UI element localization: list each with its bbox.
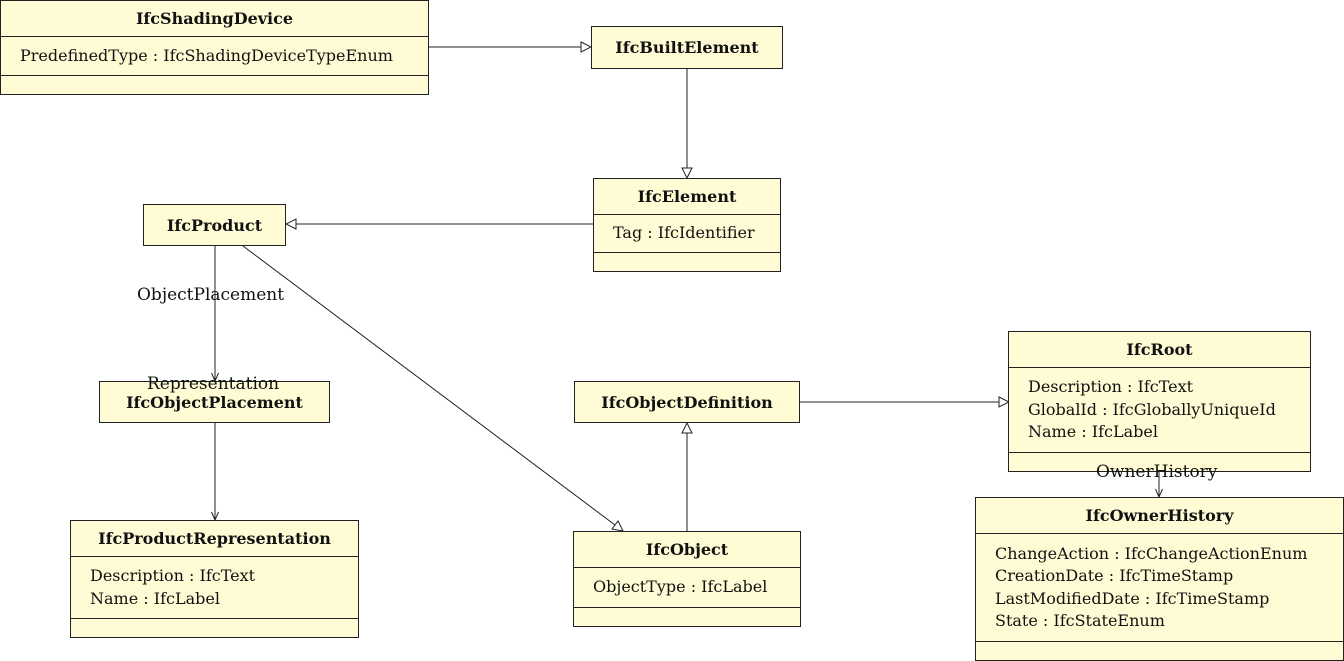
attribute: Description : IfcText: [90, 566, 256, 585]
operation-compartment: [574, 608, 800, 626]
attribute: CreationDate : IfcTimeStamp: [995, 566, 1234, 585]
class-name: IfcProduct: [166, 215, 263, 235]
class-ifc-object[interactable]: IfcObject ObjectType : IfcLabel: [573, 531, 801, 627]
attribute: State : IfcStateEnum: [995, 611, 1165, 630]
class-ifc-built-element[interactable]: IfcBuiltElement: [591, 26, 783, 69]
attribute: LastModifiedDate : IfcTimeStamp: [995, 588, 1270, 608]
attribute-compartment: Description : IfcText Name : IfcLabel: [71, 557, 358, 619]
attribute-compartment: Tag : IfcIdentifier: [594, 215, 780, 253]
class-ifc-product[interactable]: IfcProduct: [143, 204, 286, 246]
class-name: IfcShadingDevice: [1, 1, 428, 37]
operation-compartment: [1, 76, 428, 94]
class-ifc-object-definition[interactable]: IfcObjectDefinition: [574, 381, 800, 423]
attribute-compartment: ObjectType : IfcLabel: [574, 568, 800, 608]
class-name: IfcBuiltElement: [615, 38, 759, 57]
attribute-compartment: Description : IfcText GlobalId : IfcGlob…: [1009, 368, 1310, 453]
product-to-object-generalization: [242, 245, 623, 531]
attribute: PredefinedType : IfcShadingDeviceTypeEnu…: [20, 45, 393, 65]
attribute: GlobalId : IfcGloballyUniqueId: [1028, 399, 1276, 419]
class-name: IfcObjectPlacement: [126, 392, 303, 412]
class-ifc-product-representation[interactable]: IfcProductRepresentation Description : I…: [70, 520, 359, 638]
operation-compartment: [71, 619, 358, 637]
operation-compartment: [976, 642, 1343, 660]
attribute: Name : IfcLabel: [90, 588, 220, 608]
class-ifc-shading-device[interactable]: IfcShadingDevice PredefinedType : IfcSha…: [0, 0, 429, 95]
class-name: IfcRoot: [1009, 332, 1310, 368]
class-name: IfcObject: [574, 532, 800, 568]
class-ifc-object-placement[interactable]: IfcObjectPlacement: [99, 381, 330, 423]
operation-compartment: [594, 253, 780, 271]
attribute: Description : IfcText: [1028, 377, 1194, 397]
attribute-compartment: PredefinedType : IfcShadingDeviceTypeEnu…: [1, 37, 428, 76]
class-name: IfcOwnerHistory: [976, 498, 1343, 534]
attribute-compartment: ChangeAction : IfcChangeActionEnum Creat…: [976, 534, 1343, 642]
class-name: IfcProductRepresentation: [71, 521, 358, 557]
attribute: ChangeAction : IfcChangeActionEnum: [995, 543, 1308, 563]
attribute: ObjectType : IfcLabel: [593, 577, 768, 597]
class-ifc-owner-history[interactable]: IfcOwnerHistory ChangeAction : IfcChange…: [975, 497, 1344, 661]
class-ifc-element[interactable]: IfcElement Tag : IfcIdentifier: [593, 178, 781, 272]
class-name: IfcObjectDefinition: [601, 392, 773, 412]
class-name: IfcElement: [594, 179, 780, 215]
association-role-owner-history: OwnerHistory: [1096, 462, 1218, 482]
association-role-representation: Representation: [147, 374, 280, 394]
attribute: Name : IfcLabel: [1028, 422, 1158, 442]
attribute: Tag : IfcIdentifier: [613, 223, 755, 243]
association-role-object-placement: ObjectPlacement: [137, 285, 285, 305]
class-ifc-root[interactable]: IfcRoot Description : IfcText GlobalId :…: [1008, 331, 1311, 472]
